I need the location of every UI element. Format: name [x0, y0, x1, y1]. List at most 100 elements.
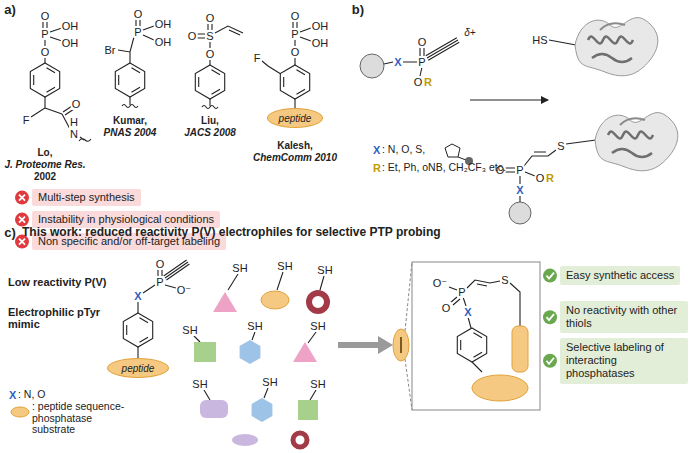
atom-label: O [413, 76, 424, 88]
atom-label: OH [61, 37, 80, 49]
atom-label: OH [311, 37, 330, 49]
atom-label: OH [311, 20, 330, 32]
atom-label: O [205, 48, 216, 60]
atom-label: R [423, 76, 433, 88]
check-icon [543, 310, 557, 324]
charge-label: δ+ [464, 27, 475, 38]
benefit-box: Easy synthetic access [560, 266, 680, 285]
atom-label: HS [531, 34, 548, 46]
citation: JACS 2008 [184, 127, 236, 138]
atom-label: S [500, 274, 509, 286]
atom-label: X [8, 389, 17, 401]
atom-label: SH [316, 264, 333, 276]
cross-mark [19, 217, 25, 223]
box-text: Easy synthetic access [566, 269, 674, 281]
panel-letter: a) [4, 3, 16, 17]
citation: PNAS 2004 [104, 127, 157, 138]
legend-text: : N, O [18, 389, 45, 401]
cross-icon [15, 191, 29, 205]
atom-label: X [133, 290, 142, 302]
citation: Liu, [201, 115, 219, 126]
atom-label: P [417, 56, 426, 68]
atom-label: O [290, 46, 301, 58]
atom-label: F [22, 114, 31, 126]
atom-label: P [290, 28, 299, 40]
annotation: Low reactivity P(V) [8, 276, 106, 288]
box-text: No reactivity with other thiols [566, 304, 677, 329]
atom-label: O [155, 258, 166, 270]
cross-mark [19, 239, 25, 245]
check-mark [547, 314, 555, 320]
atom-label: O [71, 98, 82, 110]
atom-label: SH [309, 378, 326, 390]
citation: Lo, [38, 147, 53, 158]
atom-label: O [535, 172, 546, 184]
atom-label: F [253, 52, 262, 64]
check-mark [547, 273, 555, 279]
legend-text: : Et, Ph, oNB, CH₂CF₃ etc. [382, 162, 506, 174]
citation: Kalesh, [277, 140, 313, 151]
atom-label: P [155, 276, 164, 288]
atom-label: O [417, 36, 428, 48]
atom-label: SH [276, 260, 293, 272]
atom-label: O⁻ [432, 277, 448, 289]
benefit-box: No reactivity with other thiols [560, 301, 688, 333]
citation: ChemComm 2010 [253, 152, 337, 163]
atom-label: P [133, 26, 142, 38]
atom-label: SH [309, 320, 326, 332]
atom-label: OH [61, 20, 80, 32]
panel-letter: b) [352, 3, 364, 17]
legend-text: : peptide sequence-phosphatase substrate [32, 401, 134, 436]
cross-mark [19, 195, 25, 201]
atom-label: O [40, 46, 51, 58]
legend-text: : N, O, S, [382, 144, 425, 156]
box-text: peptide [122, 363, 155, 374]
atom-label: O⁻ [176, 284, 192, 296]
atom-label: SH [181, 324, 198, 336]
box-text: Instability in physiological conditions [38, 213, 214, 225]
atom-label: O [205, 12, 216, 24]
atom-label: O [290, 10, 301, 22]
check-icon [543, 354, 557, 368]
benefit-box: Selective labeling of interacting phosph… [560, 338, 688, 384]
atom-label: O [133, 8, 144, 20]
box-text: Selective labeling of interacting phosph… [566, 341, 664, 379]
atom-label: OH [154, 18, 173, 30]
annotation: Electrophilic pTyr mimic [8, 306, 110, 330]
atom-label: X [515, 184, 524, 196]
atom-label: SH [231, 262, 248, 274]
atom-label: O [441, 302, 452, 314]
check-mark [547, 358, 555, 364]
atom-label: O [40, 10, 51, 22]
atom-label: P [40, 28, 49, 40]
atom-label: SH [261, 376, 278, 388]
atom-label: Br [104, 44, 117, 56]
peptide-ellipse: peptide [107, 358, 169, 378]
box-text: peptide [279, 113, 312, 124]
box-text: Multi-step synthesis [38, 191, 135, 203]
atom-label: H [69, 116, 79, 128]
atom-label: SH [246, 320, 263, 332]
atom-label: SH [191, 378, 208, 390]
problem-box: Multi-step synthesis [32, 189, 141, 206]
panel-title: This work: reduced reactivity P(V) elect… [22, 226, 441, 239]
atom-label: S [556, 140, 565, 152]
citation: Kumar, [113, 115, 147, 126]
atom-label: X [372, 144, 381, 156]
atom-label: P [457, 286, 466, 298]
citation: 2002 [34, 171, 56, 182]
atom-label: X [463, 306, 472, 318]
atom-label: S [205, 30, 214, 42]
atom-label: N [69, 128, 79, 140]
check-icon [543, 269, 557, 283]
atom-label: R [372, 162, 382, 174]
panel-letter: c) [4, 226, 16, 240]
atom-label: OH [154, 36, 173, 48]
atom-label: X [393, 56, 402, 68]
atom-label: P [515, 164, 524, 176]
citation: J. Proteome Res. [4, 159, 85, 170]
atom-label: R [545, 172, 555, 184]
atom-label: O [187, 30, 198, 42]
cross-icon [15, 213, 29, 227]
peptide-ellipse: peptide [267, 108, 323, 128]
